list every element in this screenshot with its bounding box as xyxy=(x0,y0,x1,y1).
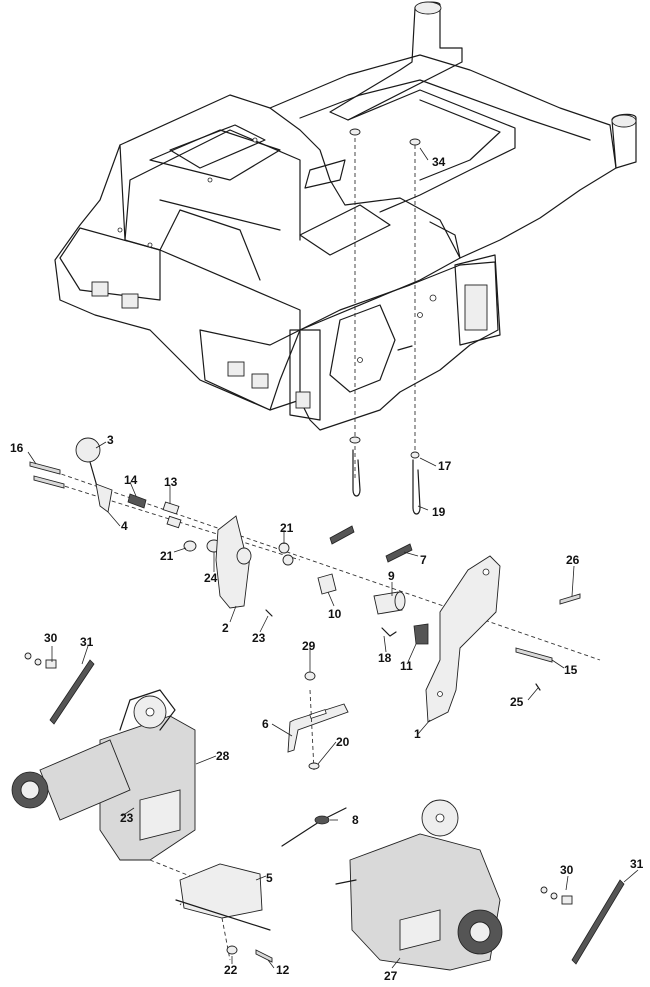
spring-hook-rod xyxy=(352,449,421,515)
callout-34: 34 xyxy=(432,155,446,169)
callout-26: 26 xyxy=(566,553,580,567)
callout-14: 14 xyxy=(124,473,138,487)
callout-1: 1 xyxy=(414,727,421,741)
callout-21-upper: 21 xyxy=(280,521,294,535)
callout-18: 18 xyxy=(378,651,392,665)
right-transmission xyxy=(335,799,503,971)
callout-4: 4 xyxy=(121,519,128,533)
shield xyxy=(175,863,273,963)
callout-10: 10 xyxy=(328,607,342,621)
callout-12: 12 xyxy=(276,963,290,977)
callout-21-lower: 21 xyxy=(160,549,174,563)
callout-3: 3 xyxy=(107,433,114,447)
callout-31-right: 31 xyxy=(630,857,644,871)
leader-lines xyxy=(27,147,639,969)
chain-left xyxy=(24,652,95,725)
control-linkage xyxy=(29,437,601,771)
callout-22: 22 xyxy=(224,963,238,977)
callout-25: 25 xyxy=(510,695,524,709)
callout-31-left: 31 xyxy=(80,635,94,649)
callout-8: 8 xyxy=(352,813,359,827)
callout-30-right: 30 xyxy=(560,863,574,877)
chain-right xyxy=(540,879,625,965)
callout-29: 29 xyxy=(302,639,316,653)
callout-2: 2 xyxy=(222,621,229,635)
callout-24: 24 xyxy=(204,571,218,585)
callout-5: 5 xyxy=(266,871,273,885)
callout-23-lower: 23 xyxy=(120,811,134,825)
callout-17: 17 xyxy=(438,459,452,473)
cable xyxy=(281,807,347,847)
callout-16: 16 xyxy=(10,441,24,455)
callout-11: 11 xyxy=(400,659,413,673)
left-transmission xyxy=(11,689,201,906)
callout-27: 27 xyxy=(384,969,398,983)
callout-13: 13 xyxy=(164,475,178,489)
callout-23-upper: 23 xyxy=(252,631,266,645)
callout-9: 9 xyxy=(388,569,395,583)
callout-30-left: 30 xyxy=(44,631,58,645)
main-frame xyxy=(54,1,637,431)
callout-28: 28 xyxy=(216,749,230,763)
fastener-34-group xyxy=(349,128,421,480)
callout-15: 15 xyxy=(564,663,578,677)
callout-labels: 34 3 16 14 13 4 21 21 24 2 23 10 7 9 17 … xyxy=(10,155,644,983)
callout-6: 6 xyxy=(262,717,269,731)
callout-20: 20 xyxy=(336,735,350,749)
callout-19: 19 xyxy=(432,505,446,519)
callout-7: 7 xyxy=(420,553,427,567)
